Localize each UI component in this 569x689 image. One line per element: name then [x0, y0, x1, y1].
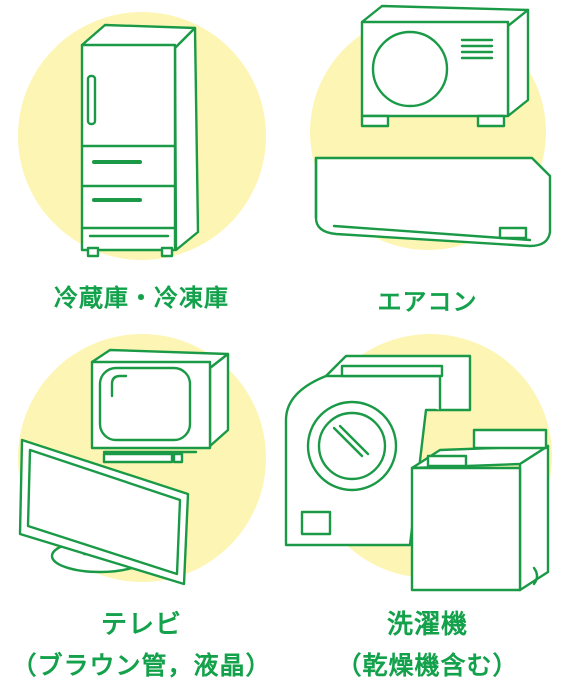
outdoor-unit-icon: [360, 4, 530, 128]
fridge-label: 冷蔵庫・冷凍庫: [54, 284, 229, 312]
drum-washer-icon: [284, 354, 472, 547]
lcd-tv-icon: [18, 438, 190, 586]
aircon-label: エアコン: [377, 288, 478, 316]
refrigerator-icon: [80, 23, 200, 258]
top-loader-icon: [410, 428, 550, 592]
tv-label: テレビ: [100, 610, 182, 640]
washer-sublabel: （乾燥機含む）: [336, 651, 519, 680]
indoor-unit-icon: [314, 156, 552, 248]
tv-sublabel: （ブラウン管，液晶）: [11, 651, 272, 680]
washer-label: 洗濯機: [386, 610, 468, 640]
crt-tv-icon: [90, 348, 230, 464]
